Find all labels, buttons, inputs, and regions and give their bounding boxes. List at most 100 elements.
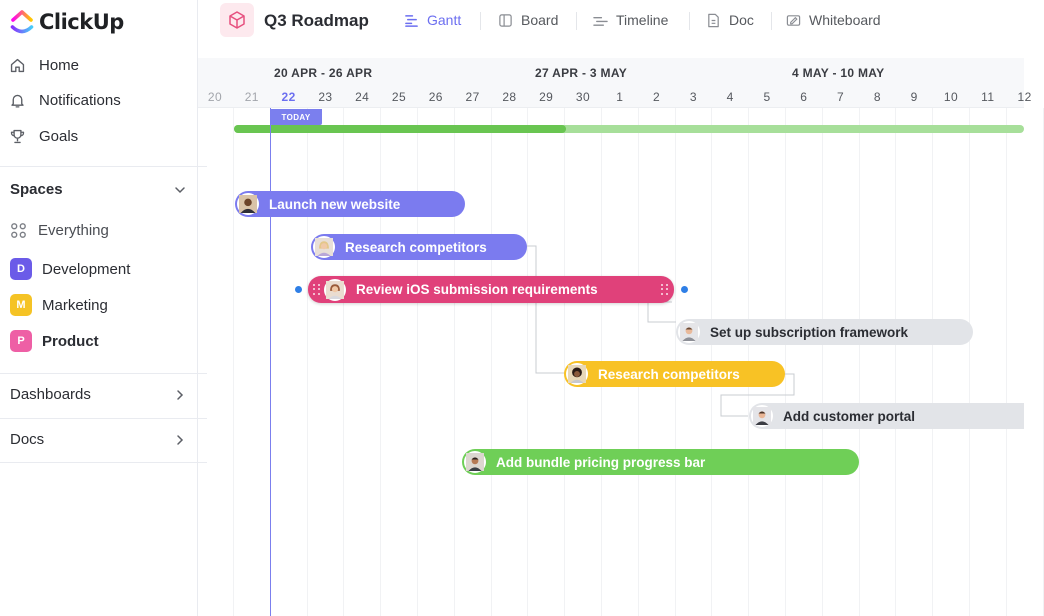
tab-label: Timeline [616, 12, 669, 28]
grid-line [343, 108, 345, 616]
task-label: Research competitors [598, 366, 740, 382]
task-label: Add bundle pricing progress bar [496, 454, 706, 470]
resize-handle-right[interactable] [681, 286, 688, 293]
cube-icon [229, 11, 245, 29]
drag-handle-icon[interactable] [313, 283, 321, 296]
sidebar-item-product[interactable]: P Product [10, 330, 99, 352]
spaces-header[interactable]: Spaces [10, 181, 186, 198]
today-marker: TODAY [270, 109, 322, 125]
week-label: 20 APR - 26 APR [274, 66, 373, 80]
tab-separator [689, 12, 690, 30]
day-label: 6 [800, 90, 808, 104]
grid-line [858, 108, 860, 616]
drag-handle-icon[interactable] [661, 283, 669, 296]
grid-line [821, 108, 823, 616]
task-bar[interactable]: Add customer portal [749, 403, 1024, 429]
grid-line [564, 108, 566, 616]
day-label: 22 [281, 90, 296, 104]
task-bar[interactable]: Add bundle pricing progress bar [462, 449, 859, 475]
gantt-chart: 20 APR - 26 APR 27 APR - 3 MAY 4 MAY - 1… [198, 58, 1044, 616]
chevron-down-icon[interactable] [174, 184, 186, 196]
day-label: 10 [943, 90, 959, 104]
task-label: Research competitors [345, 239, 487, 255]
tab-label: Doc [729, 12, 754, 28]
task-label: Set up subscription framework [710, 324, 909, 340]
tab-doc[interactable]: Doc [706, 12, 754, 28]
grid-line [233, 108, 234, 616]
day-label: 24 [355, 90, 370, 104]
project-title: Q3 Roadmap [264, 11, 369, 30]
timeline-icon [593, 16, 608, 26]
task-bar[interactable]: Research competitors [311, 234, 527, 260]
grid-line [895, 108, 897, 616]
sidebar-item-marketing[interactable]: M Marketing [10, 294, 108, 316]
task-bar-selected[interactable]: Review iOS submission requirements [308, 276, 674, 303]
dashboards-label: Dashboards [10, 386, 91, 403]
tab-separator [480, 12, 481, 30]
day-label: 29 [539, 90, 554, 104]
day-label: 9 [910, 90, 918, 104]
grid-line [1042, 108, 1044, 616]
space-badge: M [10, 294, 32, 316]
chevron-right-icon[interactable] [174, 389, 186, 401]
tab-board[interactable]: Board [498, 12, 558, 28]
chevron-right-icon[interactable] [174, 434, 186, 446]
space-label: Product [42, 332, 99, 350]
assignee-avatar [751, 405, 773, 427]
tab-timeline[interactable]: Timeline [593, 12, 668, 28]
day-label: 25 [391, 90, 407, 104]
day-label: 30 [575, 90, 591, 104]
task-bar[interactable]: Set up subscription framework [676, 319, 973, 345]
tab-separator [771, 12, 772, 30]
assignee-avatar [237, 193, 259, 215]
tab-gantt[interactable]: Gantt [404, 12, 461, 28]
grid-line [969, 108, 970, 616]
sidebar-divider [0, 462, 207, 463]
day-label: 7 [837, 90, 845, 104]
day-label: 12 [1017, 90, 1032, 104]
spaces-label: Spaces [10, 181, 63, 198]
clickup-logo-icon [10, 10, 34, 34]
nav-notifications[interactable]: Notifications [9, 88, 121, 112]
gantt-date-header: 20 APR - 26 APR 27 APR - 3 MAY 4 MAY - 1… [198, 58, 1031, 108]
sidebar-item-development[interactable]: D Development [10, 258, 130, 280]
assignee-avatar [566, 363, 588, 385]
assignee-avatar [324, 278, 346, 301]
grid-line [527, 108, 529, 616]
resize-handle-left[interactable] [295, 286, 302, 293]
whiteboard-icon [786, 14, 801, 26]
week-label: 27 APR - 3 MAY [535, 66, 628, 80]
tab-whiteboard[interactable]: Whiteboard [786, 12, 881, 28]
dashboards-header[interactable]: Dashboards [10, 386, 186, 403]
nav-home[interactable]: Home [9, 53, 79, 77]
day-label: 27 [465, 90, 480, 104]
day-label: 2 [653, 90, 661, 104]
board-icon [499, 13, 512, 27]
task-label: Launch new website [269, 196, 401, 212]
day-label: 20 [207, 90, 223, 104]
doc-icon [708, 13, 719, 27]
sidebar-divider [0, 373, 207, 374]
space-badge: D [10, 258, 32, 280]
day-label: 21 [244, 90, 259, 104]
grid-line [417, 108, 418, 616]
bell-icon [11, 94, 24, 108]
clickup-logo[interactable]: ClickUp [10, 8, 124, 36]
day-label: 23 [318, 90, 333, 104]
task-bar[interactable]: Research competitors [564, 361, 785, 387]
grid-line [380, 108, 382, 616]
sidebar-item-everything[interactable]: Everything [10, 222, 109, 239]
nav-goals-label: Goals [39, 127, 79, 145]
space-badge: P [10, 330, 32, 352]
gantt-icon [405, 14, 418, 27]
docs-header[interactable]: Docs [10, 431, 186, 448]
app-name: ClickUp [39, 10, 124, 34]
sidebar-divider [0, 418, 207, 419]
grid-line [785, 108, 786, 616]
task-bar[interactable]: Launch new website [235, 191, 465, 217]
day-label: 5 [763, 90, 771, 104]
grid-line [932, 108, 934, 616]
task-label: Add customer portal [783, 408, 916, 424]
home-icon [10, 58, 25, 72]
nav-goals[interactable]: Goals [9, 124, 78, 148]
